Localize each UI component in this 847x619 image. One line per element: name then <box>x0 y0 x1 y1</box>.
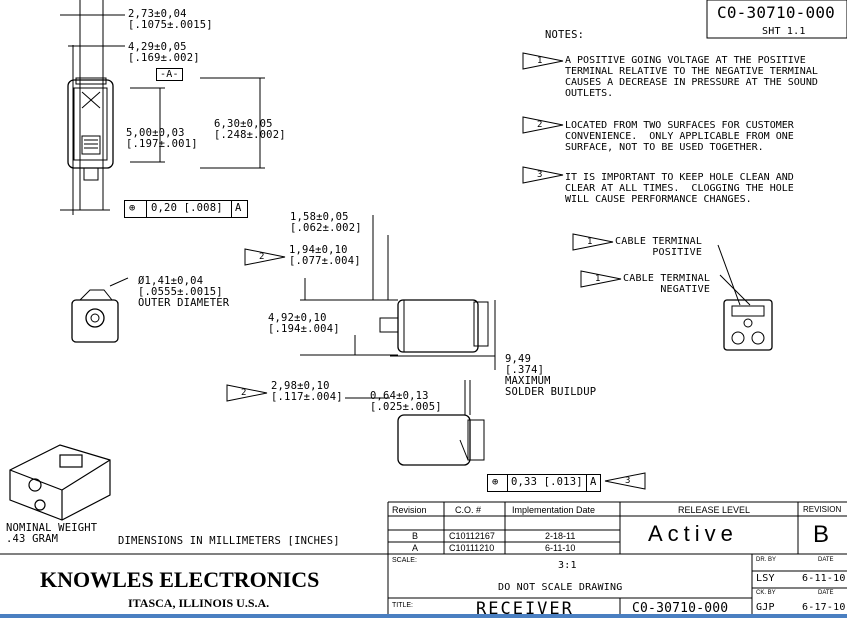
dim-1-94: 1,94±0,10 [.077±.004] <box>289 244 361 267</box>
dim-diameter-1-41: Ø1,41±0,04 [.0555±.0015] OUTER DIAMETER <box>138 275 230 309</box>
dim-1-58: 1,58±0,05 [.062±.002] <box>290 211 362 234</box>
dr-by-label: DR. BY <box>756 557 777 563</box>
end-view-receiver <box>71 277 129 343</box>
rev-row-b-co: C10112167 <box>449 531 495 541</box>
dr-date-label: DATE <box>818 557 834 563</box>
rev-header-co: C.O. # <box>455 505 482 515</box>
rev-header-date: Implementation Date <box>512 505 596 515</box>
note-flag-1-num: 1 <box>537 56 543 66</box>
title-drawing-number: C0-30710-000 <box>632 601 729 616</box>
tol2-ref: A <box>590 476 597 488</box>
dim-0-64: 0,64±0,13 [.025±.005] <box>370 390 442 413</box>
sheet-number: SHT 1.1 <box>762 26 806 37</box>
company-name: KNOWLES ELECTRONICS <box>40 567 320 592</box>
tolerance-frame-1: ⊕ 0,20 [.008] A <box>124 200 248 218</box>
dim-flag-3-num: 3 <box>625 476 631 486</box>
nominal-weight: NOMINAL WEIGHT .43 GRAM <box>6 522 98 545</box>
units-note: DIMENSIONS IN MILLIMETERS [INCHES] <box>118 535 340 547</box>
tol1-value: 0,20 [.008] <box>151 202 223 214</box>
cable-terminal-positive: CABLE TERMINAL POSITIVE <box>615 236 703 258</box>
do-not-scale: DO NOT SCALE DRAWING <box>498 582 623 593</box>
dim-4-92: 4,92±0,10 [.194±.004] <box>268 312 340 335</box>
ck-by-label: CK. BY <box>756 590 776 596</box>
dim-flag-2a-num: 2 <box>259 252 265 262</box>
rev-row-b-date: 2-18-11 <box>545 531 576 541</box>
notes-heading: NOTES: <box>545 29 585 41</box>
dr-by: LSY <box>756 573 775 584</box>
rev-row-a-co: C10111210 <box>449 543 495 553</box>
ck-date-label: DATE <box>818 590 834 596</box>
note-2: LOCATED FROM TWO SURFACES FOR CUSTOMER C… <box>565 120 794 153</box>
dim-2-73: 2,73±0,04 [.1075±.0015] <box>128 8 213 31</box>
note-1: A POSITIVE GOING VOLTAGE AT THE POSITIVE… <box>565 55 818 99</box>
top-view-receiver <box>60 0 265 215</box>
datum-a: -A- <box>156 68 183 81</box>
cable-pos-flag <box>572 233 614 251</box>
rev-row-a-rev: A <box>412 543 419 553</box>
title-label: TITLE: <box>392 602 414 609</box>
dim-flag-2b-num: 2 <box>241 388 247 398</box>
tol1-ref: A <box>235 202 242 214</box>
bottom-view-receiver <box>397 380 485 466</box>
position-tolerance-icon-2: ⊕ <box>492 476 499 488</box>
dim-flag-3 <box>604 472 646 490</box>
tol2-value: 0,33 [.013] <box>511 476 583 488</box>
dim-flag-2a <box>244 248 286 266</box>
rev-header-revision: Revision <box>392 505 427 515</box>
scale-label: SCALE: <box>392 557 417 564</box>
revision-letter: B <box>813 521 830 548</box>
dim-5-00: 5,00±0,03 [.197±.001] <box>126 127 198 150</box>
cable-pos-flag-num: 1 <box>587 237 593 247</box>
rev-row-b-rev: B <box>412 531 419 541</box>
position-tolerance-icon: ⊕ <box>129 202 136 214</box>
note-flag-2-num: 2 <box>537 120 543 130</box>
note-flag-3-num: 3 <box>537 170 543 180</box>
ck-by: GJP <box>756 602 775 613</box>
cable-terminal-negative: CABLE TERMINAL NEGATIVE <box>623 273 711 295</box>
dim-4-29: 4,29±0,05 [.169±.002] <box>128 41 200 64</box>
note-flag-1 <box>522 52 564 70</box>
dim-6-30: 6,30±0,05 [.248±.002] <box>214 118 286 141</box>
drawing-number: C0-30710-000 <box>717 3 835 22</box>
release-level-label: RELEASE LEVEL <box>678 505 751 515</box>
release-level: Active <box>648 521 738 546</box>
dim-flag-2b <box>226 384 268 402</box>
note-flag-3 <box>522 166 564 184</box>
part-title: RECEIVER <box>476 599 574 619</box>
cable-neg-flag <box>580 270 622 288</box>
revision-label: REVISION <box>803 505 842 514</box>
ck-date: 6-17-10 <box>802 602 846 613</box>
company-location: ITASCA, ILLINOIS U.S.A. <box>128 596 270 610</box>
dr-date: 6-11-10 <box>802 573 846 584</box>
terminal-view <box>717 244 773 351</box>
bottom-border-bar <box>0 614 847 618</box>
side-view-receiver <box>300 215 496 399</box>
note-3: IT IS IMPORTANT TO KEEP HOLE CLEAN AND C… <box>565 172 794 205</box>
scale-value: 3:1 <box>558 560 577 571</box>
note-flag-2 <box>522 116 564 134</box>
cable-neg-flag-num: 1 <box>595 274 601 284</box>
iso-view-receiver <box>9 444 111 521</box>
tolerance-frame-2: ⊕ 0,33 [.013] A <box>487 474 601 492</box>
dim-9-49: 9,49 [.374] MAXIMUM SOLDER BUILDUP <box>505 353 597 398</box>
rev-row-a-date: 6-11-10 <box>545 543 576 553</box>
dim-2-98: 2,98±0,10 [.117±.004] <box>271 380 343 403</box>
